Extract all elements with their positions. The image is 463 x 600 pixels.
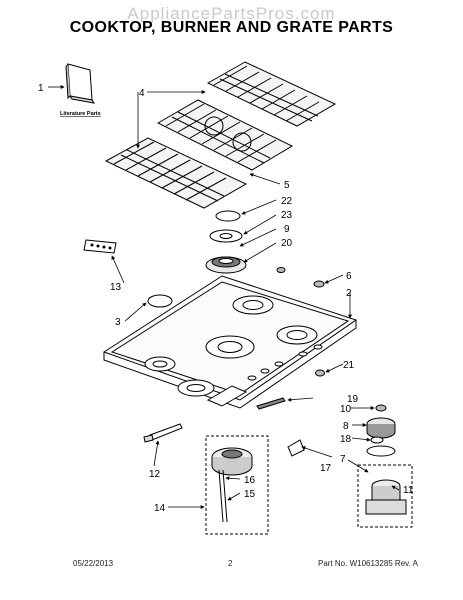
watermark: AppliancePartsPros.com: [127, 4, 336, 23]
callout-6: 6: [346, 271, 352, 282]
callout-13: 13: [110, 282, 122, 293]
callout-5: 5: [284, 180, 290, 191]
burner-base-11: [365, 479, 407, 515]
burner-assembly-11-box: [357, 464, 413, 528]
page-title: COOKTOP, BURNER AND GRATE PARTS: [69, 19, 394, 36]
callout-14: 14: [154, 503, 166, 514]
burner-base-20: [205, 256, 247, 274]
burner-head-8: [366, 417, 396, 439]
burner-base-16: [211, 447, 253, 476]
callout-11: 11: [403, 485, 414, 496]
literature-parts-booklet: [65, 63, 96, 104]
callout-9: 9: [284, 224, 290, 235]
mounting-bracket-17: [287, 439, 305, 457]
burner-cap-10: [375, 404, 387, 412]
knob-insert-6b: [313, 280, 325, 288]
burner-ring-7: [366, 445, 396, 457]
leader-lines: [48, 85, 400, 509]
footer-date: 05/22/2013: [73, 559, 114, 568]
callout-19: 19: [347, 394, 359, 405]
burner-cap-23: [209, 229, 243, 243]
callout-20: 20: [281, 238, 293, 249]
spark-electrode-18: [370, 436, 384, 444]
grate-center: [156, 99, 294, 171]
footer-page-number: 2: [228, 559, 233, 568]
screw-21: [315, 369, 325, 377]
callout-16: 16: [244, 475, 256, 486]
callout-17: 17: [320, 463, 332, 474]
literature-parts-label: Literature Parts: [60, 111, 101, 117]
callout-7: 7: [340, 454, 346, 465]
burner-cap-3: [147, 294, 173, 308]
callout-10: 10: [340, 404, 352, 415]
grate-rear: [206, 61, 337, 127]
callout-23: 23: [281, 210, 293, 221]
callout-8: 8: [343, 421, 349, 432]
knob-insert-6a: [276, 267, 286, 273]
callout-21: 21: [343, 360, 355, 371]
callout-numbers: 1 4 5 22 23 9 20 6 2 13 3 21 19 10 8 18 …: [38, 83, 414, 514]
callout-3: 3: [115, 317, 121, 328]
callout-22: 22: [281, 196, 293, 207]
igniter-electrode-15: [218, 469, 228, 523]
footer-part-number: Part No. W10613285 Rev. A: [318, 559, 418, 568]
burner-assembly-14-box: [205, 435, 269, 535]
cooktop-panel: [102, 275, 358, 409]
grate-front: [104, 137, 248, 209]
callout-18: 18: [340, 434, 352, 445]
callout-12: 12: [149, 469, 161, 480]
igniter-module-13: [83, 239, 117, 254]
trim-strip-19: [256, 397, 286, 410]
burner-cap-22: [215, 210, 241, 222]
callout-15: 15: [244, 489, 256, 500]
callout-1: 1: [38, 83, 44, 94]
callout-4: 4: [139, 88, 145, 99]
callout-2: 2: [346, 288, 352, 299]
gas-valve-12: [143, 423, 183, 443]
